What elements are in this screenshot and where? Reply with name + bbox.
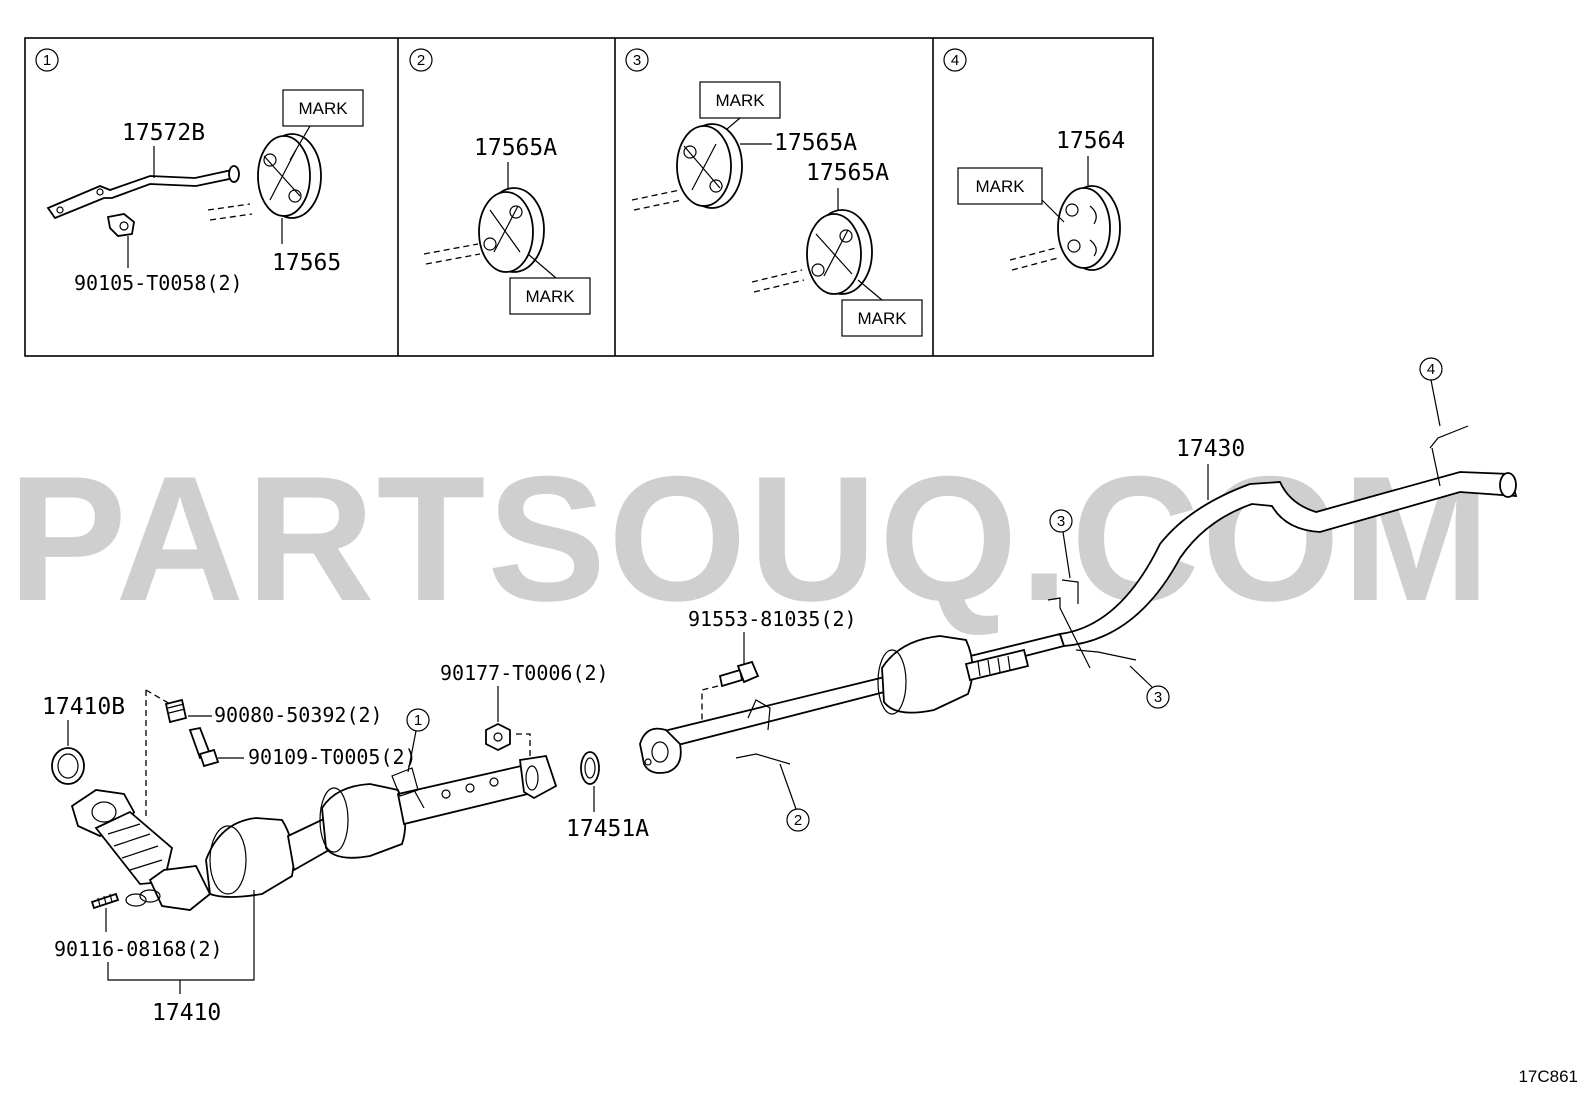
label-17410: 17410 [152,1000,221,1026]
tail-pipe-17430-drawing [1047,425,1518,669]
watermark: PARTSOUQ.COM [8,439,1492,638]
inset-number-4: 4 [943,48,967,72]
label-17410b: 17410B [42,694,125,720]
mark-box-inset1 [282,89,364,127]
mark-label-inset1: MARK [298,99,348,118]
callout-3a: 3 [1049,509,1073,579]
mark-label-inset4: MARK [975,177,1025,196]
svg-text:2: 2 [794,812,802,829]
bolt-91553-drawing [718,660,760,688]
svg-text:1: 1 [414,712,422,729]
label-91553-81035: 91553-81035(2) [688,607,857,631]
bracket-17572b-drawing [46,165,240,220]
stud-90116-drawing [90,892,147,910]
inset-number-3: 3 [625,48,649,72]
bolt-90109-drawing [188,726,220,768]
svg-text:3: 3 [633,52,641,69]
svg-text:4: 4 [1427,361,1435,378]
svg-text:1: 1 [43,52,51,69]
diagram-code: 17C861 [1518,1067,1578,1086]
bolt-90105-drawing [106,213,135,237]
label-17451a: 17451A [566,816,649,842]
center-pipe-drawing [639,632,1066,774]
nut-90177-drawing [485,722,511,752]
mark-label-inset3-top: MARK [715,91,765,110]
mark-label-inset3-bottom: MARK [857,309,907,328]
label-17572b: 17572B [122,120,205,146]
inset-3: MARK 17565A 17565A MARK [631,81,923,337]
hanger-17564-drawing [1057,185,1121,271]
label-90116-08168: 90116-08168(2) [54,937,223,961]
inset-frame [24,37,1154,357]
svg-text:4: 4 [951,52,959,69]
label-17564: 17564 [1056,128,1125,154]
gasket-17451a-drawing [580,751,600,785]
hanger-17565a-top-drawing [676,123,743,209]
inset-2: 17565A MARK [423,135,591,315]
callout-4: 4 [1419,357,1443,427]
front-pipe-17410-drawing [70,754,558,911]
gasket-17410b-drawing [51,747,85,785]
inset-4: 17564 MARK [957,128,1125,271]
svg-text:3: 3 [1154,689,1162,706]
label-90177-t0006: 90177-T0006(2) [440,661,609,685]
mark-label-inset2: MARK [525,287,575,306]
hanger-17565-drawing [257,133,322,219]
callout-3b: 3 [1129,665,1170,709]
label-17565a-inset2: 17565A [474,135,557,161]
svg-text:2: 2 [417,52,425,69]
label-90105-t0058: 90105-T0058(2) [74,271,243,295]
inset-1: 17572B 90105-T0058(2) 17565 MARK [46,89,364,295]
mark-box-inset2 [509,277,591,315]
inset-number-1: 1 [35,48,59,72]
mark-box-inset4 [957,167,1043,205]
label-17430: 17430 [1176,436,1245,462]
label-90080-50392: 90080-50392(2) [214,703,383,727]
label-17565a-inset3-bottom: 17565A [806,160,889,186]
callout-2: 2 [779,763,810,832]
hanger-17565a-inset2-drawing [478,187,545,273]
callout-1: 1 [406,708,430,773]
label-17565a-inset3-top: 17565A [774,130,857,156]
label-90109-t0005: 90109-T0005(2) [248,745,417,769]
stud-90080-drawing [164,698,188,724]
inset-number-2: 2 [409,48,433,72]
hanger-17565a-bottom-drawing [806,209,873,295]
svg-text:3: 3 [1057,513,1065,530]
label-17565: 17565 [272,250,341,276]
